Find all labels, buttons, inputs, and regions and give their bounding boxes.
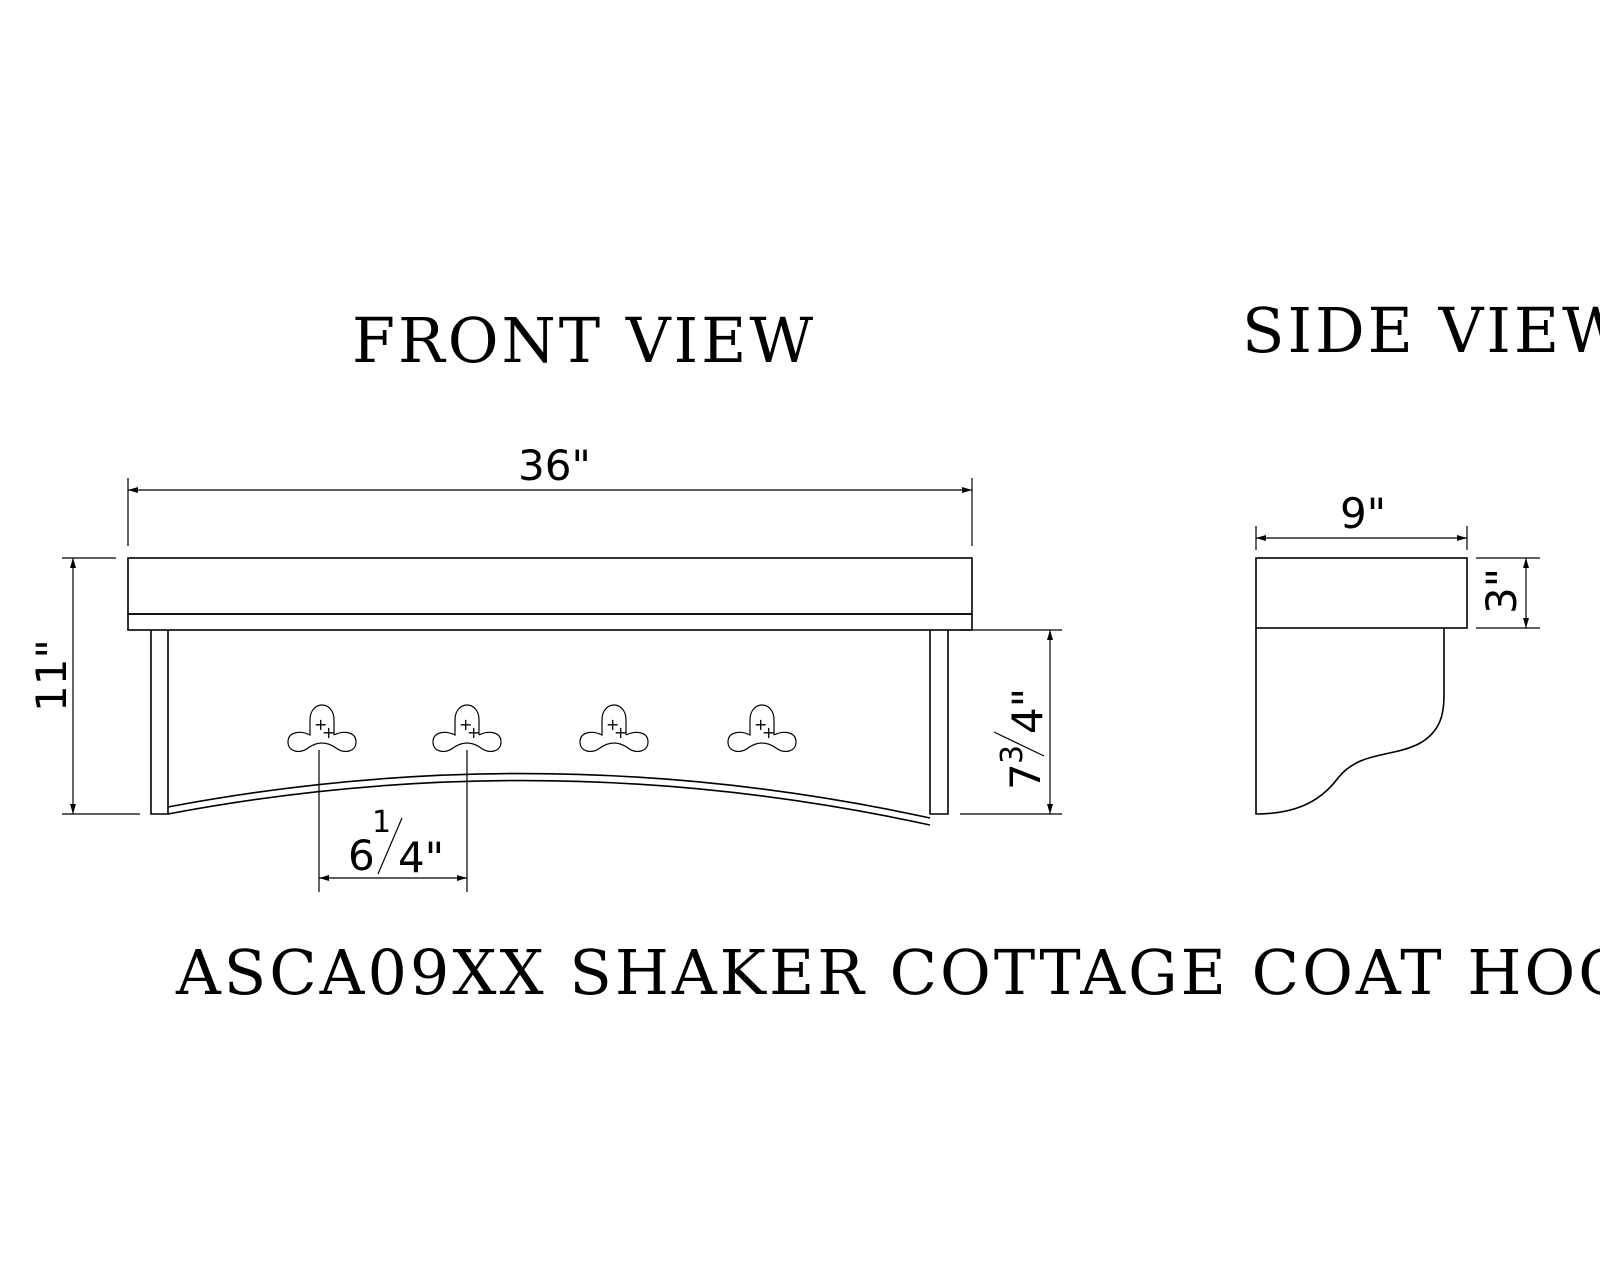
left-end-post bbox=[150, 630, 169, 815]
front-view-title: FRONT VIEW bbox=[352, 304, 816, 377]
dimension-lower-height: 7 3 4" bbox=[960, 629, 1062, 815]
arched-bottom-edge-inner bbox=[167, 779, 931, 826]
svg-text:+: + bbox=[322, 723, 335, 742]
side-shelf-board bbox=[1255, 557, 1468, 629]
dimension-hook-spacing: 6 1 4" bbox=[318, 750, 468, 892]
right-end-post bbox=[929, 630, 949, 815]
coat-hook-3: + + bbox=[579, 704, 649, 752]
svg-text:+: + bbox=[606, 715, 619, 734]
hook-spacing-denominator: 4" bbox=[398, 833, 444, 882]
side-shelf-height-label: 3" bbox=[1477, 568, 1526, 614]
overall-width-label: 36" bbox=[518, 441, 591, 490]
dimension-side-shelf-height: 3" bbox=[1476, 557, 1540, 629]
dimension-overall-width: 36" bbox=[127, 441, 973, 546]
side-view-drawing bbox=[1255, 557, 1468, 815]
shelf-rail bbox=[127, 613, 973, 631]
side-view-title: SIDE VIEW bbox=[1242, 294, 1600, 367]
dimension-side-depth: 9" bbox=[1255, 489, 1468, 550]
svg-text:+: + bbox=[459, 715, 472, 734]
svg-text:+: + bbox=[314, 715, 327, 734]
coat-hook-4: + + bbox=[727, 704, 797, 752]
arched-bottom-edge bbox=[167, 772, 931, 819]
svg-text:+: + bbox=[762, 723, 775, 742]
svg-text:+: + bbox=[467, 723, 480, 742]
product-title: ASCA09XX SHAKER COTTAGE COAT HOOKS bbox=[175, 936, 1600, 1009]
svg-text:+: + bbox=[614, 723, 627, 742]
overall-height-label: 11" bbox=[27, 639, 76, 712]
side-bracket-profile bbox=[1255, 628, 1445, 815]
coat-hooks: + + + + + + + + bbox=[287, 704, 797, 752]
lower-height-denominator: 4" bbox=[1003, 688, 1052, 734]
dimension-overall-height: 11" bbox=[27, 557, 140, 815]
lower-height-numerator: 3 bbox=[995, 745, 1030, 764]
shelf-top-board bbox=[127, 557, 973, 615]
side-depth-label: 9" bbox=[1340, 489, 1386, 538]
hook-spacing-whole: 6 bbox=[348, 831, 375, 880]
lower-height-whole: 7 bbox=[1001, 763, 1050, 790]
coat-hook-1: + + bbox=[287, 704, 357, 752]
hook-spacing-numerator: 1 bbox=[372, 805, 391, 840]
coat-hook-2: + + bbox=[432, 704, 502, 752]
front-view-drawing bbox=[127, 557, 973, 826]
svg-text:+: + bbox=[754, 715, 767, 734]
